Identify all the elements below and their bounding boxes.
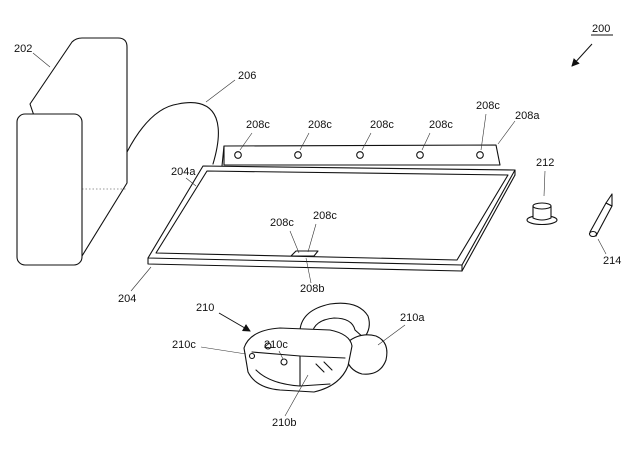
label-210c-left: 210c	[172, 339, 196, 351]
label-208b: 208b	[300, 283, 324, 295]
label-210b: 210b	[272, 417, 296, 429]
label-204a: 204a	[171, 166, 196, 178]
label-208c-7: 208c	[313, 210, 337, 222]
stylus-214	[590, 194, 613, 237]
label-208a: 208a	[515, 110, 540, 122]
computer-tower-202	[17, 38, 127, 265]
headset-arrow	[219, 313, 250, 331]
puck-212	[527, 203, 557, 225]
label-210: 210	[196, 302, 214, 314]
label-212: 212	[536, 157, 554, 169]
label-204: 204	[118, 293, 136, 305]
cable-206	[127, 103, 218, 164]
figure-number-arrow	[572, 44, 592, 66]
label-208c-5: 208c	[476, 100, 500, 112]
label-206: 206	[238, 70, 256, 82]
label-208c-1: 208c	[246, 119, 270, 131]
label-210a: 210a	[400, 312, 425, 324]
label-208c-6: 208c	[270, 217, 294, 229]
label-208c-2: 208c	[308, 119, 332, 131]
sensor-bar-208a	[222, 145, 500, 166]
label-202: 202	[14, 43, 32, 55]
label-208c-4: 208c	[429, 119, 453, 131]
label-208c-3: 208c	[370, 119, 394, 131]
label-214: 214	[603, 255, 621, 267]
label-210c-inner: 210c	[264, 339, 288, 351]
figure-number-label: 200	[592, 23, 610, 35]
